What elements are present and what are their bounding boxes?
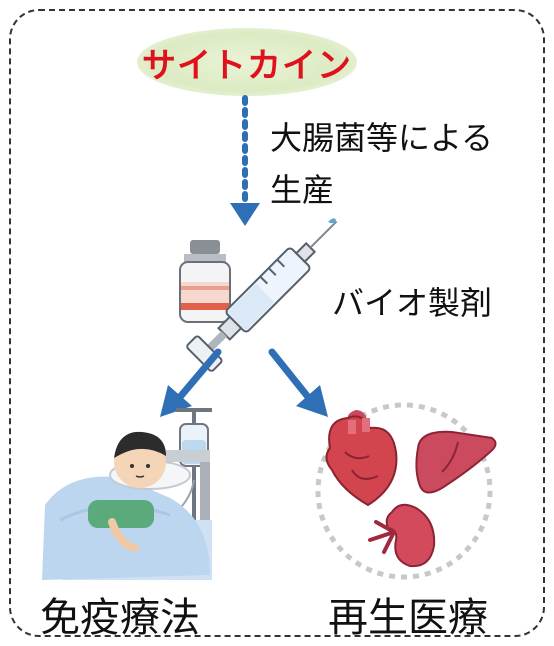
production-label: 大腸菌等による 生産 [270, 112, 493, 216]
droplet-icon [328, 218, 336, 224]
immunotherapy-label: 免疫療法 [40, 595, 200, 641]
production-label-line1: 大腸菌等による [270, 119, 494, 157]
production-arrow [230, 95, 260, 226]
cytokine-label: サイトカイン [142, 46, 352, 86]
syringe-icon [186, 220, 338, 372]
organs-group [315, 402, 493, 580]
regenerative-medicine-label: 再生医療 [328, 595, 488, 641]
heart-icon [325, 410, 398, 507]
arrow-to-immunotherapy [160, 348, 222, 417]
biologic-label: バイオ製剤 [332, 284, 493, 322]
cytokine-ellipse [137, 28, 357, 96]
liver-icon [415, 430, 497, 494]
diagram-frame [9, 9, 545, 637]
arrow-to-regenerative [268, 348, 328, 417]
vial-icon [179, 240, 231, 323]
patient-in-bed-icon [42, 431, 212, 580]
production-label-line2: 生産 [270, 171, 335, 209]
kidney-icon [368, 503, 436, 568]
